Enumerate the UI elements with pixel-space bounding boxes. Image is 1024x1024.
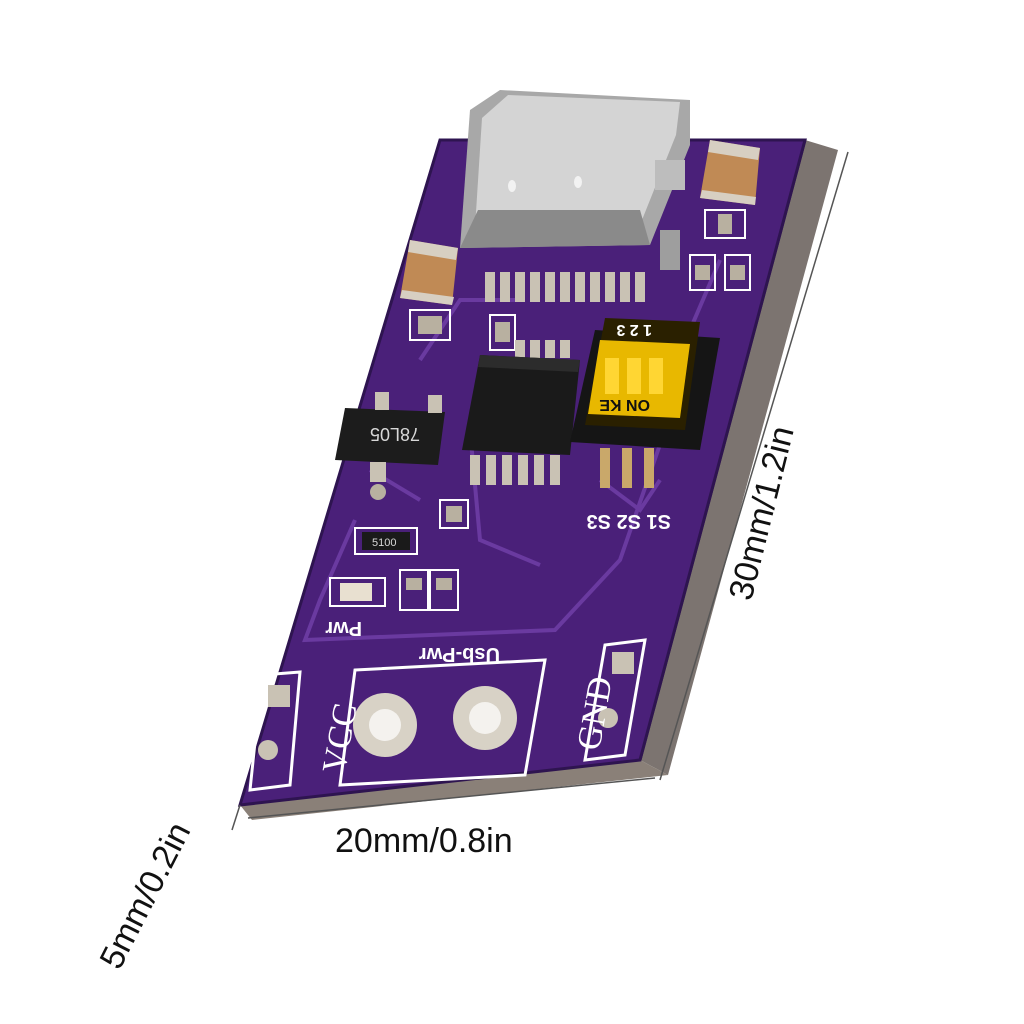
voltage-regulator: 78L05	[335, 392, 445, 482]
dimension-lines	[231, 151, 849, 831]
thickness-label: 5mm/0.2in	[92, 816, 198, 975]
usb-c-connector	[460, 90, 690, 270]
capacitor-top-right	[700, 140, 760, 205]
dip-switch[interactable]: ON KE 1 2 3	[570, 318, 720, 450]
chip-top-pins	[515, 340, 570, 358]
usb-pwr-label: Usb-Pwr	[419, 643, 500, 665]
smd-pad-fills	[406, 214, 745, 590]
main-ic-pins	[470, 455, 560, 485]
width-label: 20mm/0.8in	[335, 822, 513, 860]
switch-labels: S1 S2 S3	[586, 510, 671, 532]
resistor-marking: 5100	[372, 537, 396, 549]
dip-switch-numbers: 1 2 3	[616, 321, 652, 338]
vcc-terminal-hole[interactable]	[353, 693, 417, 757]
regulator-marking: 78L05	[370, 424, 420, 444]
via	[370, 484, 386, 500]
header-pads	[258, 652, 634, 760]
usb-pins	[485, 272, 645, 302]
smd-pads	[399, 209, 751, 611]
gnd-terminal-hole[interactable]	[453, 686, 517, 750]
power-led	[329, 577, 386, 607]
terminal-outline	[248, 638, 647, 792]
dip-switch-marking: ON KE	[599, 396, 650, 413]
dip-switch-pins	[600, 448, 654, 488]
main-ic	[462, 355, 580, 455]
pwr-label: Pwr	[325, 617, 362, 639]
capacitor-left	[400, 240, 458, 305]
resistor: 5100	[354, 527, 418, 555]
